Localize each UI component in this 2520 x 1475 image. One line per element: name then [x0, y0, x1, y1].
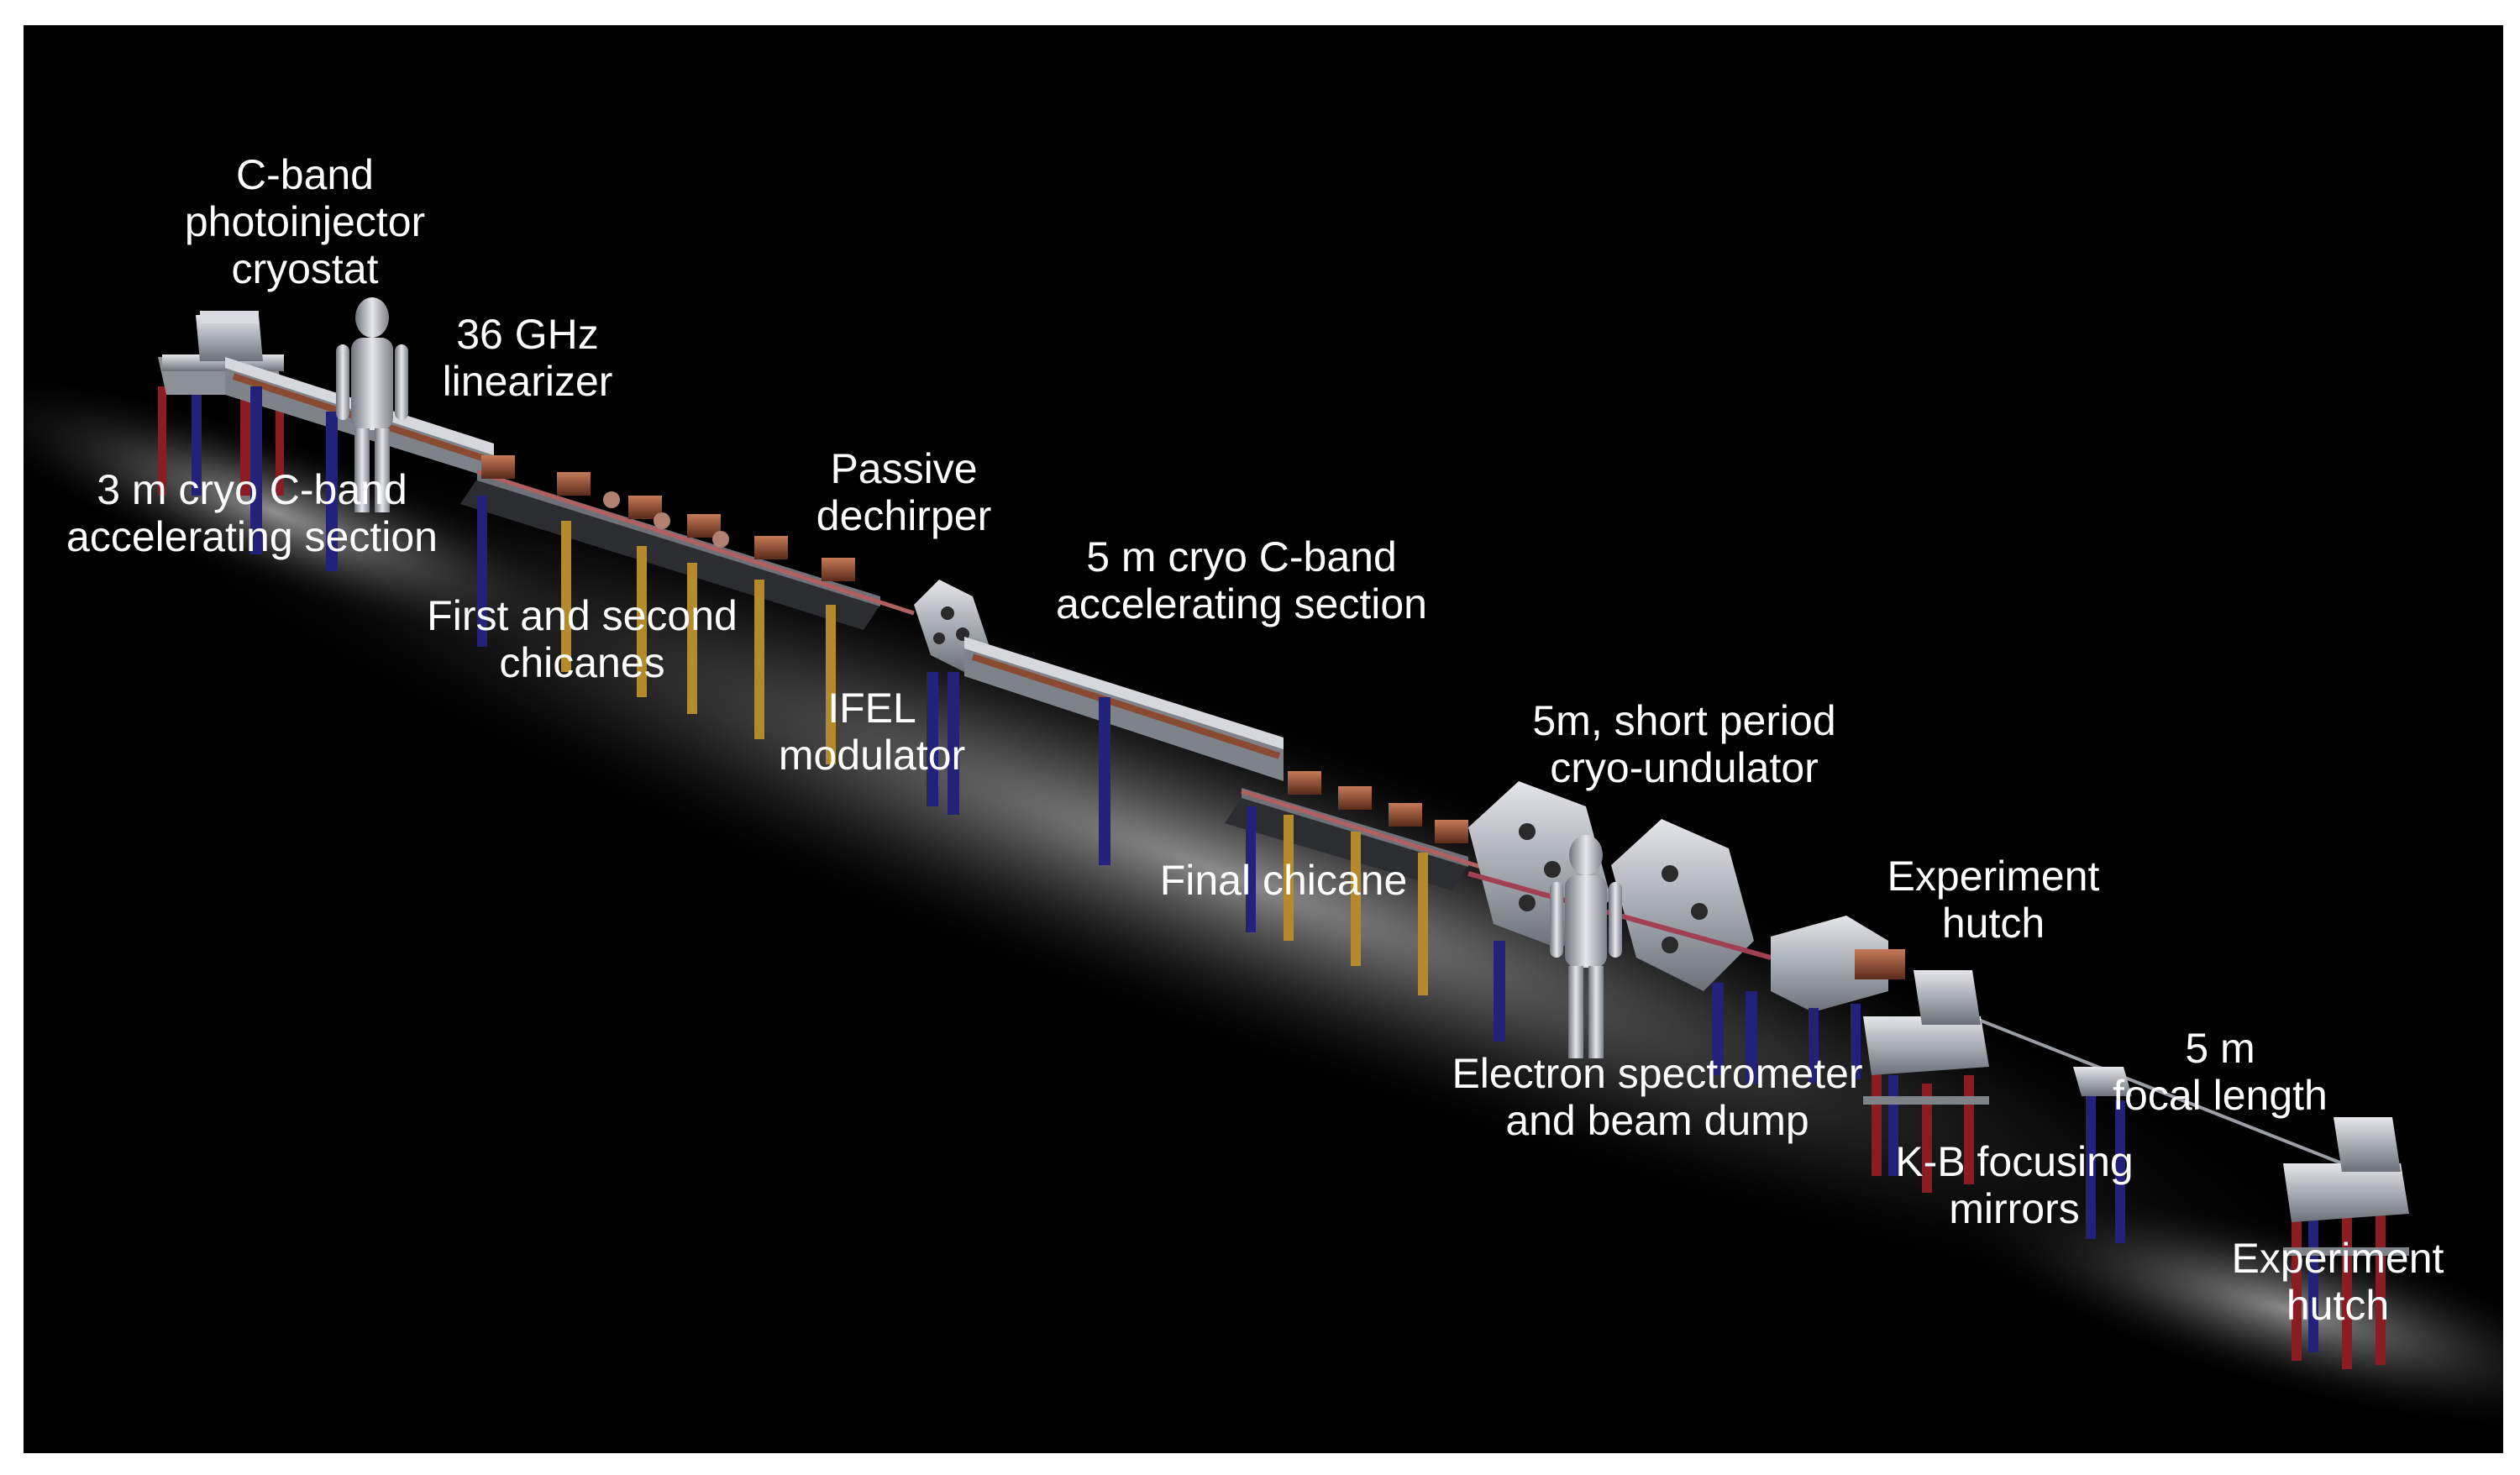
label-line: photoinjector [184, 198, 426, 245]
label-line: mirrors [1949, 1185, 2080, 1232]
label-final-chicane: Final chicane [1160, 857, 1408, 904]
label-line: modulator [778, 732, 966, 779]
label-line: 3 m cryo C-band [97, 466, 407, 513]
label-accelerating-section-5m: 5 m cryo C-band accelerating section [1056, 533, 1427, 627]
label-ifel-modulator: IFEL modulator [779, 685, 965, 779]
label-line: Electron spectrometer [1452, 1050, 1863, 1097]
label-photoinjector-cryostat: C-band photoinjector cryostat [185, 151, 425, 292]
label-chicanes-1-2: First and second chicanes [427, 592, 738, 686]
human-figure-1 [336, 297, 408, 512]
label-electron-spectrometer: Electron spectrometer and beam dump [1452, 1050, 1862, 1144]
experiment-hutch-1 [1863, 970, 1989, 1193]
label-cryo-undulator: 5m, short period cryo-undulator [1532, 697, 1835, 791]
label-line: cryo-undulator [1550, 744, 1819, 791]
label-line: 36 GHz [456, 311, 599, 358]
label-line: and beam dump [1505, 1097, 1809, 1144]
label-line: Final chicane [1159, 857, 1408, 904]
label-experiment-hutch-2: Experiment hutch [2232, 1235, 2444, 1329]
label-focal-length: 5 m focal length [2113, 1025, 2328, 1119]
label-line: hutch [2286, 1282, 2390, 1329]
label-line: K-B focusing [1895, 1138, 2134, 1185]
label-line: dechirper [816, 492, 992, 539]
experiment-hutch-2 [2283, 1117, 2409, 1369]
label-kb-mirrors: K-B focusing mirrors [1895, 1138, 2133, 1232]
label-linearizer: 36 GHz linearizer [443, 311, 613, 405]
electron-spectrometer [1771, 916, 1905, 1084]
accelerating-section-5m [964, 637, 1284, 865]
kb-mirrors [2073, 1067, 2132, 1243]
label-line: IFEL [827, 685, 916, 732]
label-accelerating-section-3m: 3 m cryo C-band accelerating section [66, 466, 438, 560]
label-passive-dechirper: Passive dechirper [816, 445, 991, 539]
chicanes-1-2 [460, 455, 915, 764]
label-line: 5m, short period [1532, 697, 1836, 744]
label-line: linearizer [442, 358, 613, 405]
label-line: C-band [236, 151, 374, 198]
label-line: First and second [427, 592, 738, 639]
label-line: Experiment [1887, 853, 2100, 900]
human-figure-2 [1550, 835, 1622, 1058]
beamline-rendering [24, 297, 2503, 1433]
diagram-canvas: C-band photoinjector cryostat 36 GHz lin… [24, 25, 2503, 1453]
label-line: Experiment [2231, 1235, 2444, 1282]
passive-dechirper [914, 580, 990, 815]
label-line: accelerating section [1056, 580, 1427, 627]
label-line: focal length [2113, 1072, 2328, 1119]
label-line: 5 m cryo C-band [1086, 533, 1397, 580]
label-line: accelerating section [66, 513, 438, 560]
label-line: hutch [1941, 900, 2045, 947]
photon-beam [1980, 1019, 2343, 1165]
label-line: 5 m [2185, 1025, 2255, 1072]
label-experiment-hutch-1: Experiment hutch [1887, 853, 2100, 947]
final-chicane [1225, 771, 1503, 995]
label-line: Passive [830, 445, 978, 492]
label-line: cryostat [231, 245, 379, 292]
label-line: chicanes [499, 639, 665, 686]
